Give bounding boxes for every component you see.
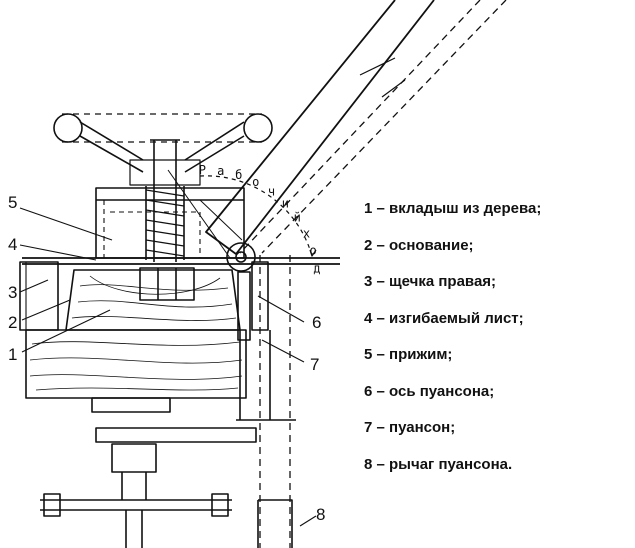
parts-legend: 1 – вкладыш из дерева; 2 – основание; 3 …: [364, 199, 541, 491]
arc-char: ч: [268, 184, 275, 198]
base-block: [25, 329, 247, 399]
callout-7: 7: [310, 355, 320, 374]
legend-item: 8 – рычаг пуансона.: [364, 455, 513, 473]
clamp-screw: [145, 139, 185, 262]
legend-item: 3 – щечка правая;: [364, 273, 497, 290]
lower-screw: [40, 397, 257, 548]
arc-char: б: [235, 168, 242, 182]
handwheel: [53, 113, 273, 186]
nut: [139, 267, 195, 301]
legend-item: 2 – основание;: [364, 236, 474, 254]
arc-char: х: [303, 226, 310, 240]
legend-item: 7 – пуансон;: [364, 419, 456, 436]
arc-char: о: [252, 175, 259, 189]
legend-item: 1 – вкладыш из дерева;: [364, 200, 542, 217]
callout-8: 8: [316, 505, 326, 524]
callout-3: 3: [8, 283, 18, 302]
lever-dashed-position: [239, 0, 507, 548]
working-travel-arc: [199, 175, 317, 257]
punch: [236, 261, 296, 421]
punch-lever-lower: [257, 499, 293, 548]
callout-6: 6: [312, 313, 322, 332]
punch-axis: [226, 242, 256, 272]
legend-item: 4 – изгибаемый лист;: [364, 309, 524, 327]
leader-lines: [19, 207, 317, 527]
arc-char: Р: [199, 163, 206, 177]
legend-item: 5 – прижим;: [364, 346, 453, 363]
arc-char: й: [294, 211, 301, 225]
legend-item: 6 – ось пуансона;: [364, 382, 495, 400]
arc-char: д: [313, 262, 320, 276]
callout-1: 1: [8, 345, 18, 364]
arc-char: и: [282, 196, 289, 210]
arc-char: а: [217, 164, 224, 178]
arc-char: о: [310, 244, 317, 258]
callout-4: 4: [8, 235, 18, 254]
callout-2: 2: [8, 313, 18, 332]
callout-5: 5: [8, 193, 18, 212]
